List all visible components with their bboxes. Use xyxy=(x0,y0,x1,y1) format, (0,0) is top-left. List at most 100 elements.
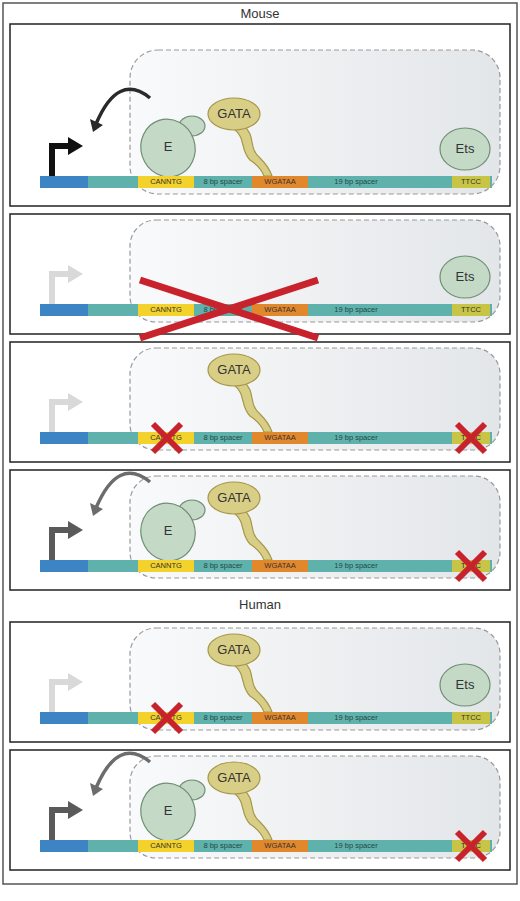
site-sequence: CANNTG xyxy=(138,840,194,852)
spacer-label: 19 bp spacer xyxy=(320,840,392,852)
activation-arrow xyxy=(90,89,150,132)
promoter-arrow xyxy=(52,265,83,304)
protein-shape xyxy=(234,382,272,432)
panel-frame xyxy=(10,470,510,590)
binding-site-box: CANNTG xyxy=(138,304,194,316)
site-sequence: WGATAA xyxy=(252,432,308,444)
site-sequence: WGATAA xyxy=(252,712,308,724)
binding-site-box: CANNTG xyxy=(138,560,194,572)
protein-name: Ets xyxy=(438,142,492,156)
binding-site-box: TTCC xyxy=(452,304,490,316)
spacer-label: 8 bp spacer xyxy=(196,712,250,724)
panel-frame xyxy=(10,214,510,334)
spacer-label: 8 bp spacer xyxy=(196,840,250,852)
site-sequence: TTCC xyxy=(452,560,490,572)
site-sequence: TTCC xyxy=(452,304,490,316)
protein-shape xyxy=(133,112,202,184)
protein-shape xyxy=(234,126,272,176)
spacer-label: 8 bp spacer xyxy=(196,304,250,316)
outer-frame xyxy=(3,3,517,884)
activation-arrow xyxy=(90,753,150,796)
panel-frame xyxy=(10,750,510,870)
protein-blob: GATA xyxy=(204,352,280,432)
spacer-label: 8 bp spacer xyxy=(196,432,250,444)
binding-site-box: CANNTG xyxy=(138,840,194,852)
promoter-arrow xyxy=(52,521,83,560)
binding-site-box: WGATAA xyxy=(252,560,308,572)
site-sequence: WGATAA xyxy=(252,840,308,852)
dna-strand xyxy=(40,712,492,724)
protein-blob: Ets xyxy=(438,254,492,300)
complex-region xyxy=(130,50,500,194)
dna-strand xyxy=(40,840,492,852)
binding-site-box: TTCC xyxy=(452,712,490,724)
spacer-label: 19 bp spacer xyxy=(320,560,392,572)
binding-site-box: CANNTG xyxy=(138,712,194,724)
binding-site-box: TTCC xyxy=(452,560,490,572)
protein-blob: Ets xyxy=(438,126,492,172)
protein-shape xyxy=(234,510,272,560)
site-sequence: WGATAA xyxy=(252,304,308,316)
species-heading: Mouse xyxy=(0,6,520,22)
site-sequence: CANNTG xyxy=(138,304,194,316)
binding-site-box: TTCC xyxy=(452,840,490,852)
binding-site-box: WGATAA xyxy=(252,840,308,852)
protein-name: GATA xyxy=(206,491,262,505)
panel-frame xyxy=(10,24,510,206)
panel-frame xyxy=(10,342,510,462)
protein-blob: E xyxy=(138,104,206,178)
binding-site-box: CANNTG xyxy=(138,432,194,444)
protein-name: GATA xyxy=(206,107,262,121)
protein-blob: E xyxy=(138,488,206,562)
site-sequence: CANNTG xyxy=(138,432,194,444)
dna-strand xyxy=(40,176,492,188)
protein-name: E xyxy=(138,140,198,154)
site-sequence: CANNTG xyxy=(138,560,194,572)
spacer-label: 19 bp spacer xyxy=(320,176,392,188)
binding-site-box: WGATAA xyxy=(252,712,308,724)
protein-blob: GATA xyxy=(204,96,280,176)
promoter-arrow xyxy=(52,393,83,432)
dna-strand xyxy=(40,560,492,572)
protein-shape xyxy=(133,496,202,568)
site-sequence: WGATAA xyxy=(252,176,308,188)
site-sequence: CANNTG xyxy=(138,176,194,188)
binding-site-box: WGATAA xyxy=(252,304,308,316)
protein-shape xyxy=(133,776,202,848)
protein-blob: E xyxy=(138,768,206,842)
site-sequence: CANNTG xyxy=(138,712,194,724)
protein-name: E xyxy=(138,804,198,818)
site-sequence: WGATAA xyxy=(252,560,308,572)
site-sequence: TTCC xyxy=(452,432,490,444)
spacer-label: 19 bp spacer xyxy=(320,432,392,444)
protein-name: E xyxy=(138,524,198,538)
promoter-arrow xyxy=(52,673,83,712)
binding-site-box: TTCC xyxy=(452,432,490,444)
species-heading: Human xyxy=(0,597,520,613)
activation-arrow xyxy=(90,473,150,516)
dna-strand xyxy=(40,432,492,444)
protein-shape xyxy=(234,662,272,712)
site-sequence: TTCC xyxy=(452,840,490,852)
protein-shape xyxy=(234,790,272,840)
binding-site-box: WGATAA xyxy=(252,176,308,188)
site-sequence: TTCC xyxy=(452,712,490,724)
binding-site-box: TTCC xyxy=(452,176,490,188)
panel-frame xyxy=(10,622,510,742)
spacer-label: 8 bp spacer xyxy=(196,560,250,572)
protein-name: GATA xyxy=(206,643,262,657)
protein-blob: GATA xyxy=(204,480,280,560)
promoter-arrow xyxy=(52,137,83,176)
binding-site-box: WGATAA xyxy=(252,432,308,444)
protein-name: Ets xyxy=(438,270,492,284)
protein-name: Ets xyxy=(438,678,492,692)
protein-blob: Ets xyxy=(438,662,492,708)
spacer-label: 19 bp spacer xyxy=(320,304,392,316)
binding-site-box: CANNTG xyxy=(138,176,194,188)
spacer-label: 19 bp spacer xyxy=(320,712,392,724)
site-sequence: TTCC xyxy=(452,176,490,188)
promoter-arrow xyxy=(52,801,83,840)
protein-name: GATA xyxy=(206,771,262,785)
